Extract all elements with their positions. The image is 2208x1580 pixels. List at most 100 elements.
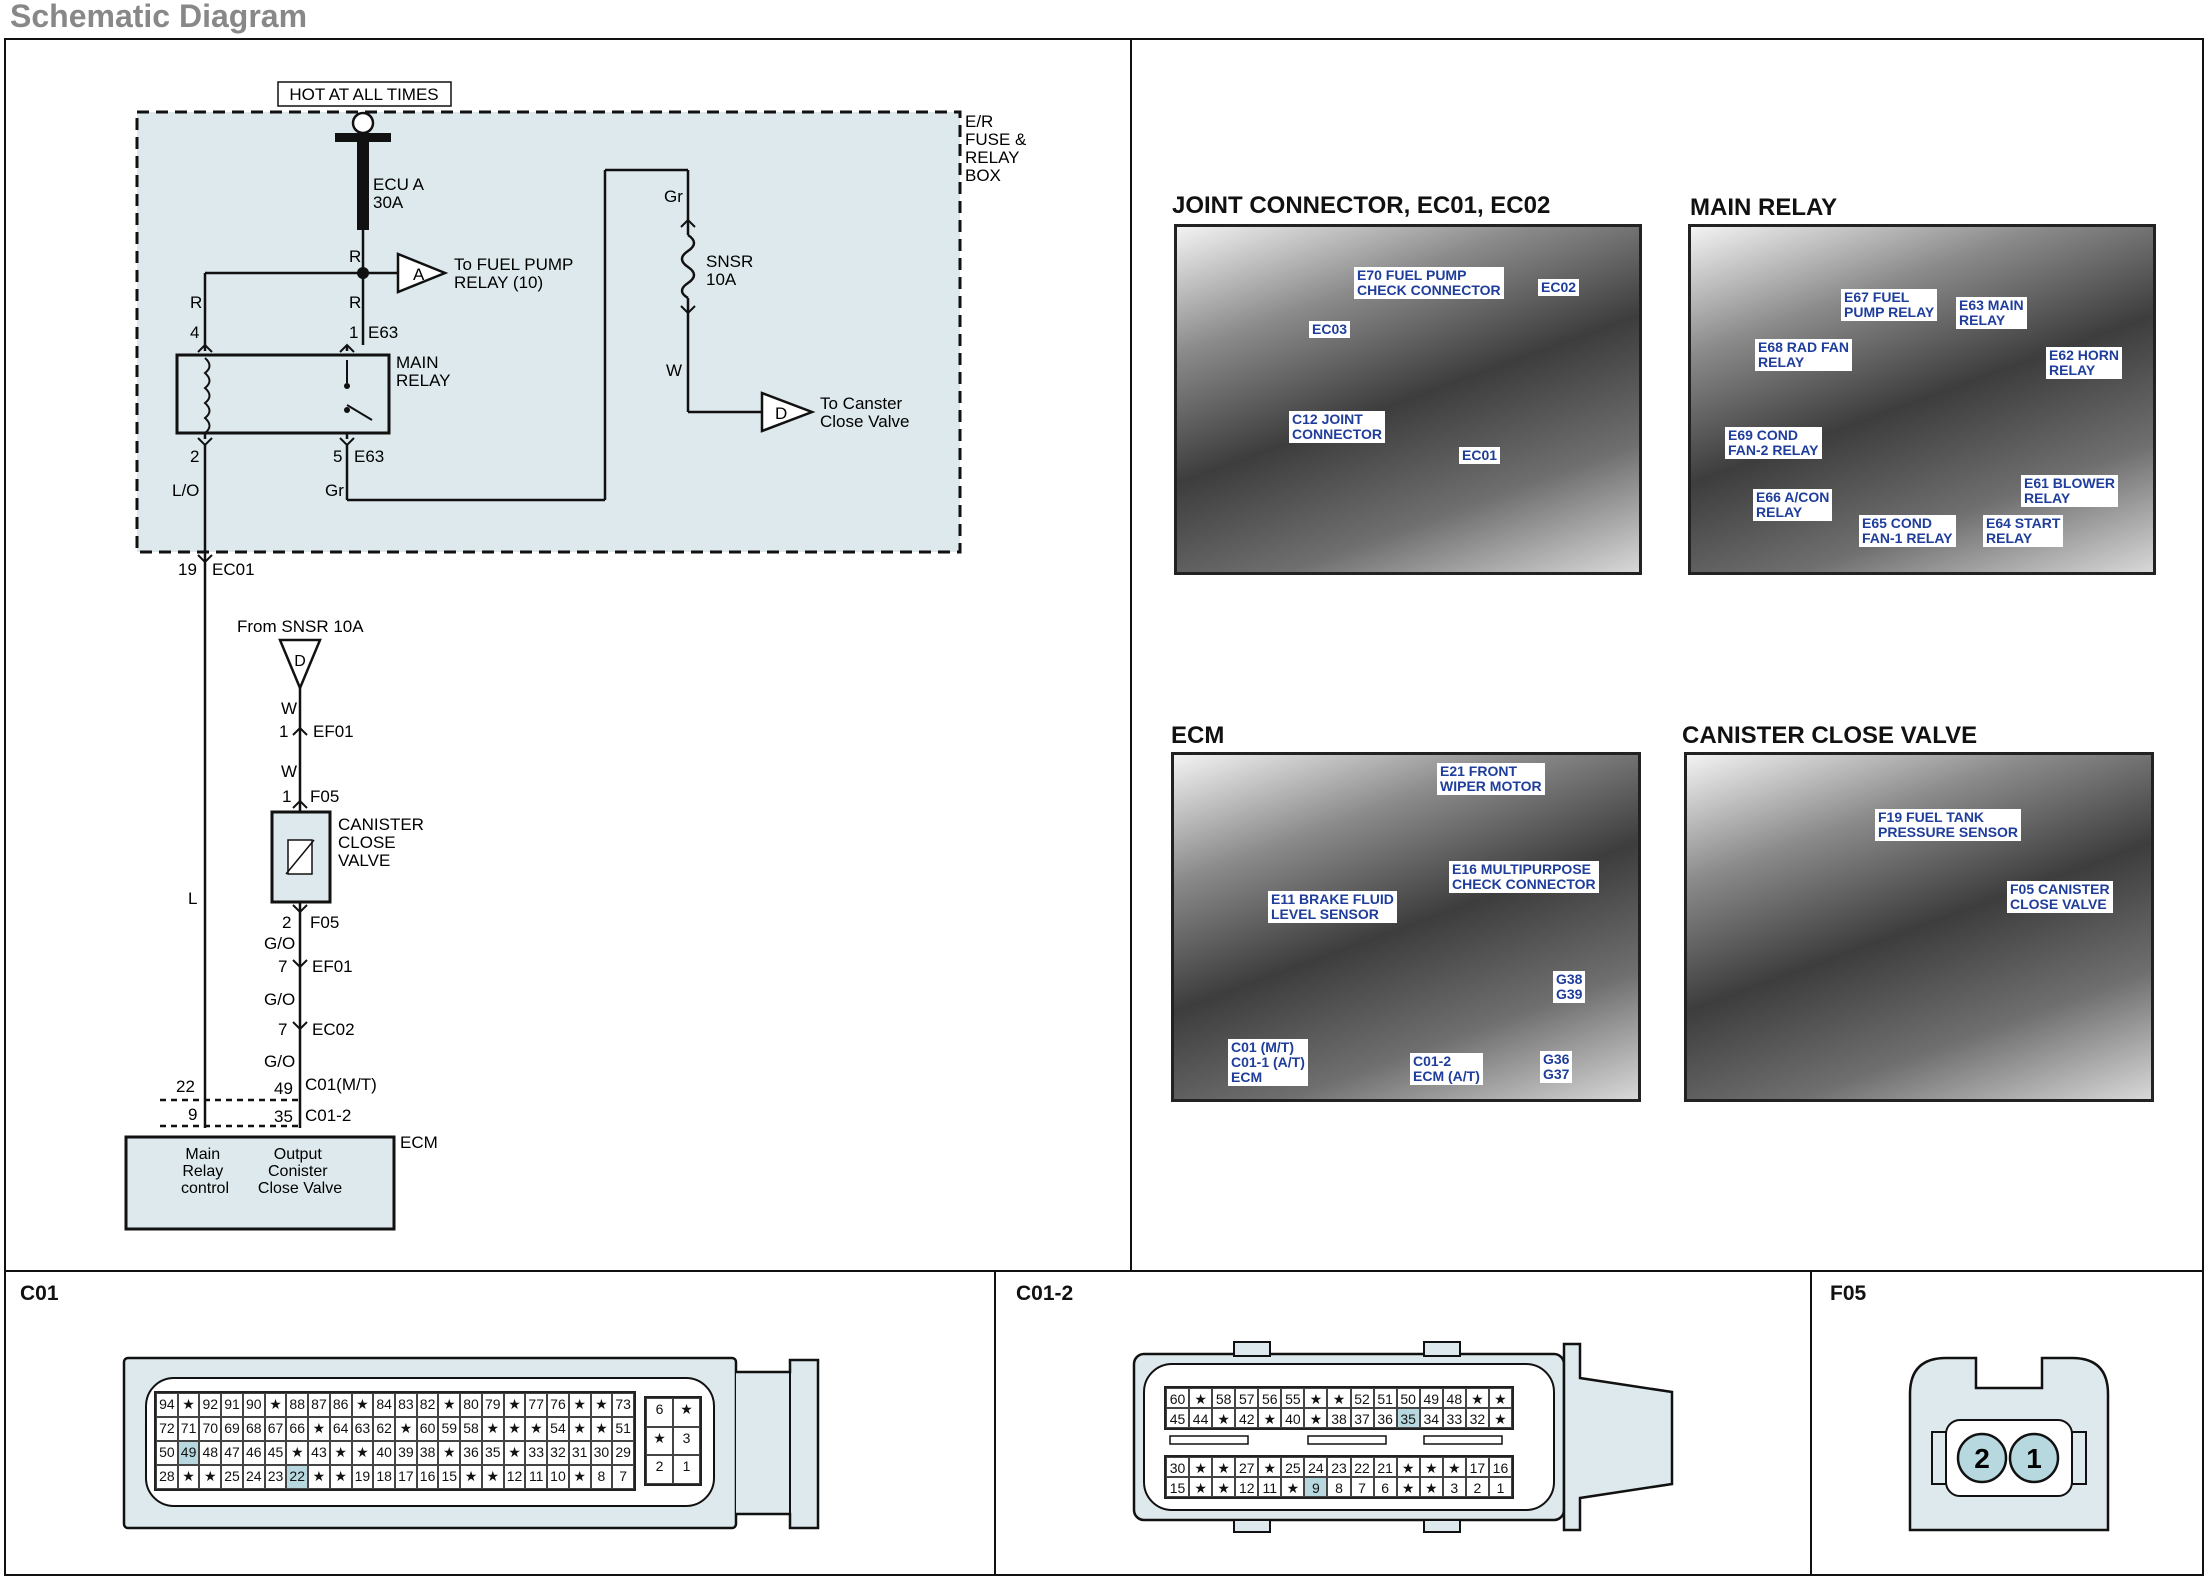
photo-canister-valve: F19 FUEL TANK PRESSURE SENSOR F05 CANIST… [1684, 752, 2154, 1102]
connector-pin: 67 [264, 1417, 287, 1441]
wire-color: L/O [172, 481, 199, 500]
connector-pin: ★ [1281, 1477, 1305, 1497]
connector-pin: 30 [1166, 1457, 1190, 1477]
connector-pin: 58 [460, 1417, 482, 1441]
photo-title-main-relay: MAIN RELAY [1690, 194, 1838, 221]
connector-pin: 49 [177, 1441, 200, 1465]
connector-pin: 60 [416, 1417, 439, 1441]
connector-pin: 38 [1327, 1408, 1351, 1428]
connector-pin: 87 [308, 1393, 330, 1417]
connector-pin: 42 [1235, 1408, 1259, 1428]
fuse-box-label: E/R FUSE & RELAY BOX [965, 112, 1031, 185]
photo-label: E65 COND FAN-1 RELAY [1859, 515, 1956, 547]
connector-id: EC01 [212, 560, 255, 579]
wire-color: G/O [264, 990, 295, 1009]
connector-pin: 28 [156, 1465, 178, 1489]
wires [160, 168, 762, 1128]
photo-label: E21 FRONT WIPER MOTOR [1437, 763, 1545, 795]
connector-pin: ★ [329, 1465, 352, 1489]
connector-pin: ★ [1189, 1388, 1213, 1408]
connector-pin: ★ [1465, 1388, 1489, 1408]
connector-pin: ★ [177, 1465, 200, 1489]
connector-title-c012: C01-2 [1016, 1282, 1074, 1305]
connector-pin: 25 [1281, 1457, 1305, 1477]
pin-number: 2 [282, 913, 291, 932]
wire-color: R [190, 293, 202, 312]
connector-pin: ★ [568, 1417, 591, 1441]
wire-color: W [281, 762, 297, 781]
photo-label: C01-2 ECM (A/T) [1410, 1053, 1483, 1085]
photo-label: E16 MULTIPURPOSE CHECK CONNECTOR [1449, 861, 1599, 893]
connector-pin: 58 [1212, 1388, 1236, 1408]
connector-pin: ★ [308, 1465, 330, 1489]
f05-pin [1956, 1432, 2008, 1484]
connector-pin: 34 [1419, 1408, 1443, 1428]
wire-color: R [349, 247, 361, 266]
connector-pin: 8 [1327, 1477, 1351, 1497]
connector-pin: 52 [1350, 1388, 1374, 1408]
connector-pin: 80 [460, 1393, 482, 1417]
connector-pin: ★ [264, 1393, 287, 1417]
connector-pin: 2 [646, 1455, 673, 1484]
canister-valve-label: CANISTER CLOSE VALVE [338, 815, 429, 870]
connector-pin: 9 [1304, 1477, 1328, 1497]
connector-pin: 24 [1304, 1457, 1328, 1477]
connector-pin: ★ [590, 1393, 613, 1417]
connector-pin: ★ [460, 1465, 482, 1489]
photo-label: E68 RAD FAN RELAY [1755, 339, 1853, 371]
connector-pin: 90 [242, 1393, 265, 1417]
f05-pin-label: 2 [1974, 1443, 1990, 1474]
photo-label: C01 (M/T) C01-1 (A/T) ECM [1228, 1039, 1308, 1086]
connector-pin: ★ [1304, 1408, 1328, 1428]
connector-pin: ★ [286, 1441, 309, 1465]
connector-pin: 15 [438, 1465, 461, 1489]
connector-pin: 44 [1189, 1408, 1213, 1428]
connector-pin: 79 [481, 1393, 504, 1417]
connector-pin: 51 [612, 1417, 634, 1441]
connector-pin: 64 [329, 1417, 352, 1441]
connector-id: C01-2 [305, 1106, 351, 1125]
wire-color: G/O [264, 934, 295, 953]
photo-main-relay: E67 FUEL PUMP RELAY E63 MAIN RELAY E68 R… [1688, 224, 2156, 575]
connector-pin: 55 [1281, 1388, 1305, 1408]
connector-pin: 37 [1350, 1408, 1374, 1428]
c012-housing [1132, 1341, 1674, 1533]
connector-id: EF01 [313, 722, 354, 741]
photo-ecm: E21 FRONT WIPER MOTOR E16 MULTIPURPOSE C… [1171, 752, 1641, 1102]
photo-label: G36 G37 [1540, 1051, 1573, 1083]
connector-pin: 70 [199, 1417, 222, 1441]
splice-dot [357, 267, 369, 279]
connector-pin: 3 [1442, 1477, 1466, 1497]
connector-pin: 22 [286, 1465, 309, 1489]
connector-pin: 23 [1327, 1457, 1351, 1477]
connector-id: F05 [310, 787, 339, 806]
connector-pin: 6 [646, 1398, 673, 1427]
connector-pin: 17 [394, 1465, 417, 1489]
connector-pin: 36 [1373, 1408, 1397, 1428]
connector-pin: ★ [1212, 1408, 1236, 1428]
connector-d-letter: D [775, 404, 787, 423]
f05-housing: 2 1 [1908, 1356, 2110, 1532]
connector-pin: ★ [590, 1417, 613, 1441]
wire-color: Gr [664, 187, 683, 206]
connector-pin: ★ [351, 1393, 374, 1417]
connector-pin: 50 [156, 1441, 178, 1465]
connector-pin: ★ [673, 1398, 700, 1427]
connector-d-from-letter: D [294, 653, 306, 670]
connector-pin: 49 [1419, 1388, 1443, 1408]
connector-pin: 21 [1373, 1457, 1397, 1477]
connector-pin: ★ [1258, 1457, 1282, 1477]
connector-pin: 6 [1373, 1477, 1397, 1497]
connector-pin: 7 [612, 1465, 634, 1489]
wire-color: G/O [264, 1052, 295, 1071]
main-relay [175, 353, 391, 435]
connector-pin: 60 [1166, 1388, 1190, 1408]
connector-a-icon [396, 252, 449, 294]
wire-color: W [281, 699, 297, 718]
pin-number: 7 [278, 1020, 287, 1039]
connector-pin: ★ [1396, 1477, 1420, 1497]
connector-pin: 1 [673, 1455, 700, 1484]
connector-pin: 43 [308, 1441, 330, 1465]
photo-label: F05 CANISTER CLOSE VALVE [2007, 881, 2113, 913]
